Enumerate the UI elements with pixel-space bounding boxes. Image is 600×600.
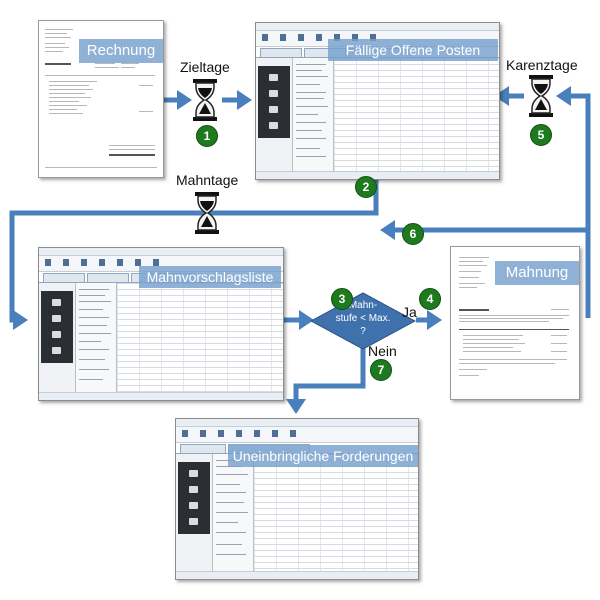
- mahnung-document: Mahnung: [450, 246, 580, 400]
- step-badge-1: 1: [196, 125, 218, 147]
- arrow-decision-to-uneinbringlich: [286, 345, 366, 414]
- mahnvorschlagsliste-screen: Mahnvorschlagsliste: [38, 247, 284, 401]
- zieltage-label: Zieltage: [180, 59, 230, 75]
- ja-label: Ja: [402, 304, 417, 320]
- faellige-offene-posten-screen: Fällige Offene Posten: [255, 22, 500, 180]
- step-badge-4: 4: [419, 288, 441, 310]
- decision-line-1: Mahn-: [348, 300, 378, 311]
- faellige-label: Fällige Offene Posten: [328, 39, 498, 61]
- uneinbringliche-label: Uneinbringliche Forderungen: [228, 445, 418, 467]
- uneinbringliche-forderungen-screen: Uneinbringliche Forderungen: [175, 418, 419, 580]
- decision-line-3: ?: [360, 326, 366, 337]
- nein-label: Nein: [368, 343, 397, 359]
- hourglass-icon: [195, 192, 219, 234]
- hourglass-icon: [193, 79, 217, 121]
- step-badge-3: 3: [331, 288, 353, 310]
- rechnung-label: Rechnung: [79, 39, 163, 63]
- arrow-faellige-to-mahnvorschlag: [9, 178, 379, 330]
- decision-text: Mahn- stufe < Max. ?: [318, 299, 408, 338]
- mahntage-label: Mahntage: [176, 172, 239, 188]
- mahnvorschlagsliste-label: Mahnvorschlagsliste: [139, 266, 281, 288]
- arrow-mahnung-to-karenztage: [556, 86, 591, 318]
- hourglass-icon: [529, 75, 553, 117]
- decision-line-2: stufe < Max.: [335, 313, 391, 324]
- rechnung-document: Rechnung: [38, 20, 164, 178]
- step-badge-5: 5: [530, 124, 552, 146]
- step-badge-7: 7: [370, 359, 392, 381]
- karenztage-label: Karenztage: [506, 57, 578, 73]
- step-badge-2: 2: [355, 176, 377, 198]
- mahnung-label: Mahnung: [495, 261, 579, 285]
- step-badge-6: 6: [402, 223, 424, 245]
